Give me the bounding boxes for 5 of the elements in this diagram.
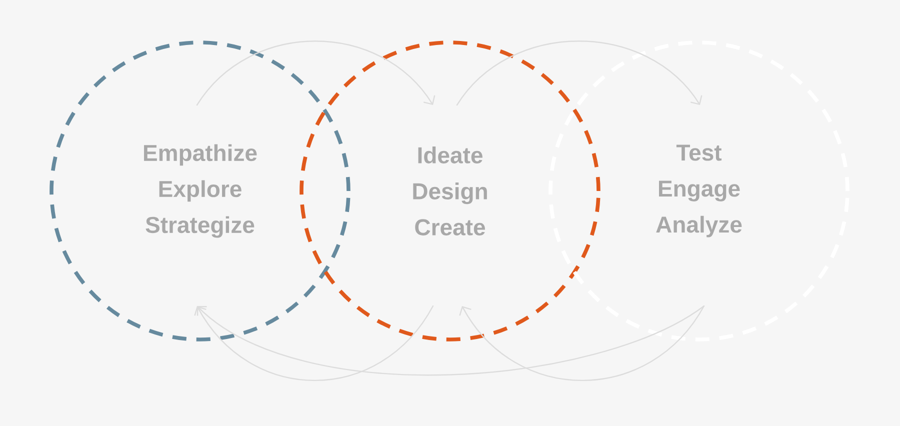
curved-arrow bbox=[196, 40, 436, 106]
curved-arrow bbox=[196, 305, 705, 376]
curved-arrow bbox=[194, 305, 434, 382]
curved-arrow bbox=[459, 305, 705, 382]
curved-arrow bbox=[456, 40, 702, 106]
